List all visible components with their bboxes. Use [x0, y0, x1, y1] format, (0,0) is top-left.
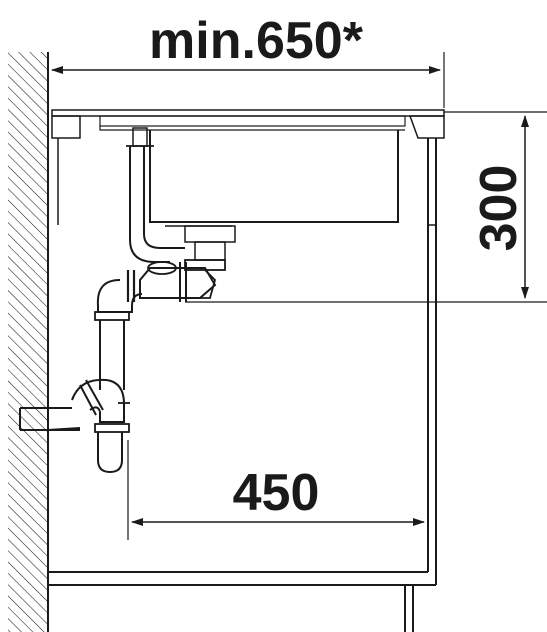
height-dimension: 300	[185, 111, 547, 303]
depth-dimension: 450	[127, 440, 425, 540]
cabinet	[48, 138, 437, 632]
drain-siphon	[19, 127, 226, 474]
sink-bowl	[99, 115, 406, 261]
height-label: 300	[470, 165, 528, 252]
width-dimension: min.650*	[47, 12, 445, 108]
width-label: min.650*	[149, 12, 364, 70]
depth-label: 450	[233, 464, 320, 522]
wall	[8, 52, 49, 632]
countertop	[51, 109, 445, 139]
